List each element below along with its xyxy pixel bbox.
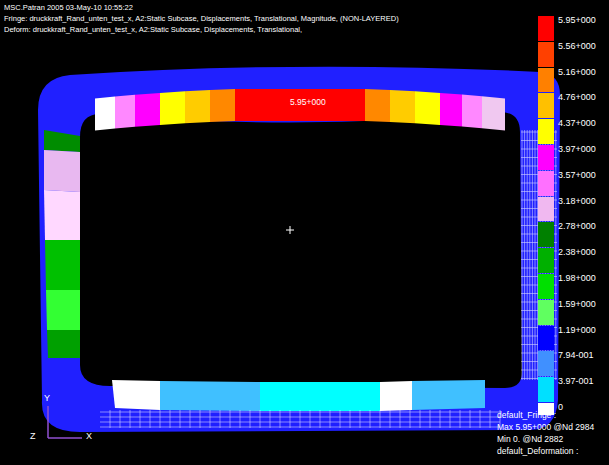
legend-entry: 5.16+000	[538, 68, 576, 78]
color-swatch	[538, 93, 554, 118]
legend-value: 3.97+000	[558, 145, 596, 155]
axis-triad	[48, 406, 82, 438]
legend-entry: 7.94-001	[538, 351, 574, 361]
color-swatch	[538, 171, 554, 196]
legend-value: 4.37+000	[558, 119, 596, 129]
color-swatch	[538, 274, 554, 299]
result-note: Max 5.95+000 @Nd 2984	[497, 423, 594, 432]
axis-label: Y	[44, 394, 50, 404]
deform-caption: Deform: druckkraft_Rand_unten_test_x, A2…	[4, 26, 302, 34]
legend-entry: 2.78+000	[538, 222, 576, 232]
color-swatch	[538, 68, 554, 93]
legend-entry: 1.19+000	[538, 326, 576, 336]
legend-value: 5.95+000	[558, 16, 596, 26]
color-swatch	[538, 326, 554, 351]
legend-value: 5.16+000	[558, 68, 596, 78]
legend-entry: 3.97-001	[538, 377, 574, 387]
legend-value: 2.38+000	[558, 248, 596, 258]
legend-value: 1.59+000	[558, 300, 596, 310]
top-fringe-band	[95, 89, 505, 130]
legend-entry: 4.76+000	[538, 93, 576, 103]
axis-label: X	[86, 432, 92, 442]
color-swatch	[538, 351, 554, 376]
legend-value: 3.57+000	[558, 171, 596, 181]
center-mark	[286, 226, 294, 234]
axis-label: Z	[30, 432, 36, 442]
left-fringe-band	[44, 130, 80, 358]
legend-entry: 5.56+000	[538, 42, 576, 52]
mesh-lines	[100, 130, 557, 428]
legend-entry: 5.95+000	[538, 16, 576, 26]
color-swatch	[538, 222, 554, 247]
color-swatch	[538, 377, 554, 402]
legend-entry: 4.37+000	[538, 119, 576, 129]
legend-value: 1.19+000	[558, 326, 596, 336]
legend-entry: 3.18+000	[538, 197, 576, 207]
color-swatch	[538, 16, 554, 41]
color-swatch	[538, 119, 554, 144]
ring-body	[38, 67, 560, 432]
color-swatch	[538, 197, 554, 222]
max-value: 5.95+000	[290, 98, 326, 107]
legend-value: 1.98+000	[558, 274, 596, 284]
legend-entry: 1.98+000	[538, 274, 576, 284]
legend-value: 7.94-001	[558, 351, 594, 361]
color-swatch	[538, 248, 554, 273]
legend-entry: 1.59+000	[538, 300, 576, 310]
legend-value: 2.78+000	[558, 222, 596, 232]
legend-value: 3.18+000	[558, 197, 596, 207]
legend-entry: 3.57+000	[538, 171, 576, 181]
program-stamp: MSC.Patran 2005 03-May-10 10:55:22	[4, 4, 133, 12]
legend-value: 5.56+000	[558, 42, 596, 52]
bottom-fringe-band	[112, 380, 485, 411]
legend-entry: 3.97+000	[538, 145, 576, 155]
legend-value: 4.76+000	[558, 93, 596, 103]
result-note: default_Deformation :	[497, 447, 578, 456]
color-swatch	[538, 300, 554, 325]
legend-value: 0	[558, 403, 563, 413]
fringe-caption: Fringe: druckkraft_Rand_unten_test_x, A2…	[4, 15, 399, 23]
color-swatch	[538, 145, 554, 170]
color-swatch	[538, 42, 554, 67]
legend-entry: 2.38+000	[538, 248, 576, 258]
result-note: Min 0. @Nd 2882	[497, 435, 563, 444]
legend-entry: 0	[538, 403, 543, 413]
color-swatch	[538, 403, 554, 415]
legend-value: 3.97-001	[558, 377, 594, 387]
